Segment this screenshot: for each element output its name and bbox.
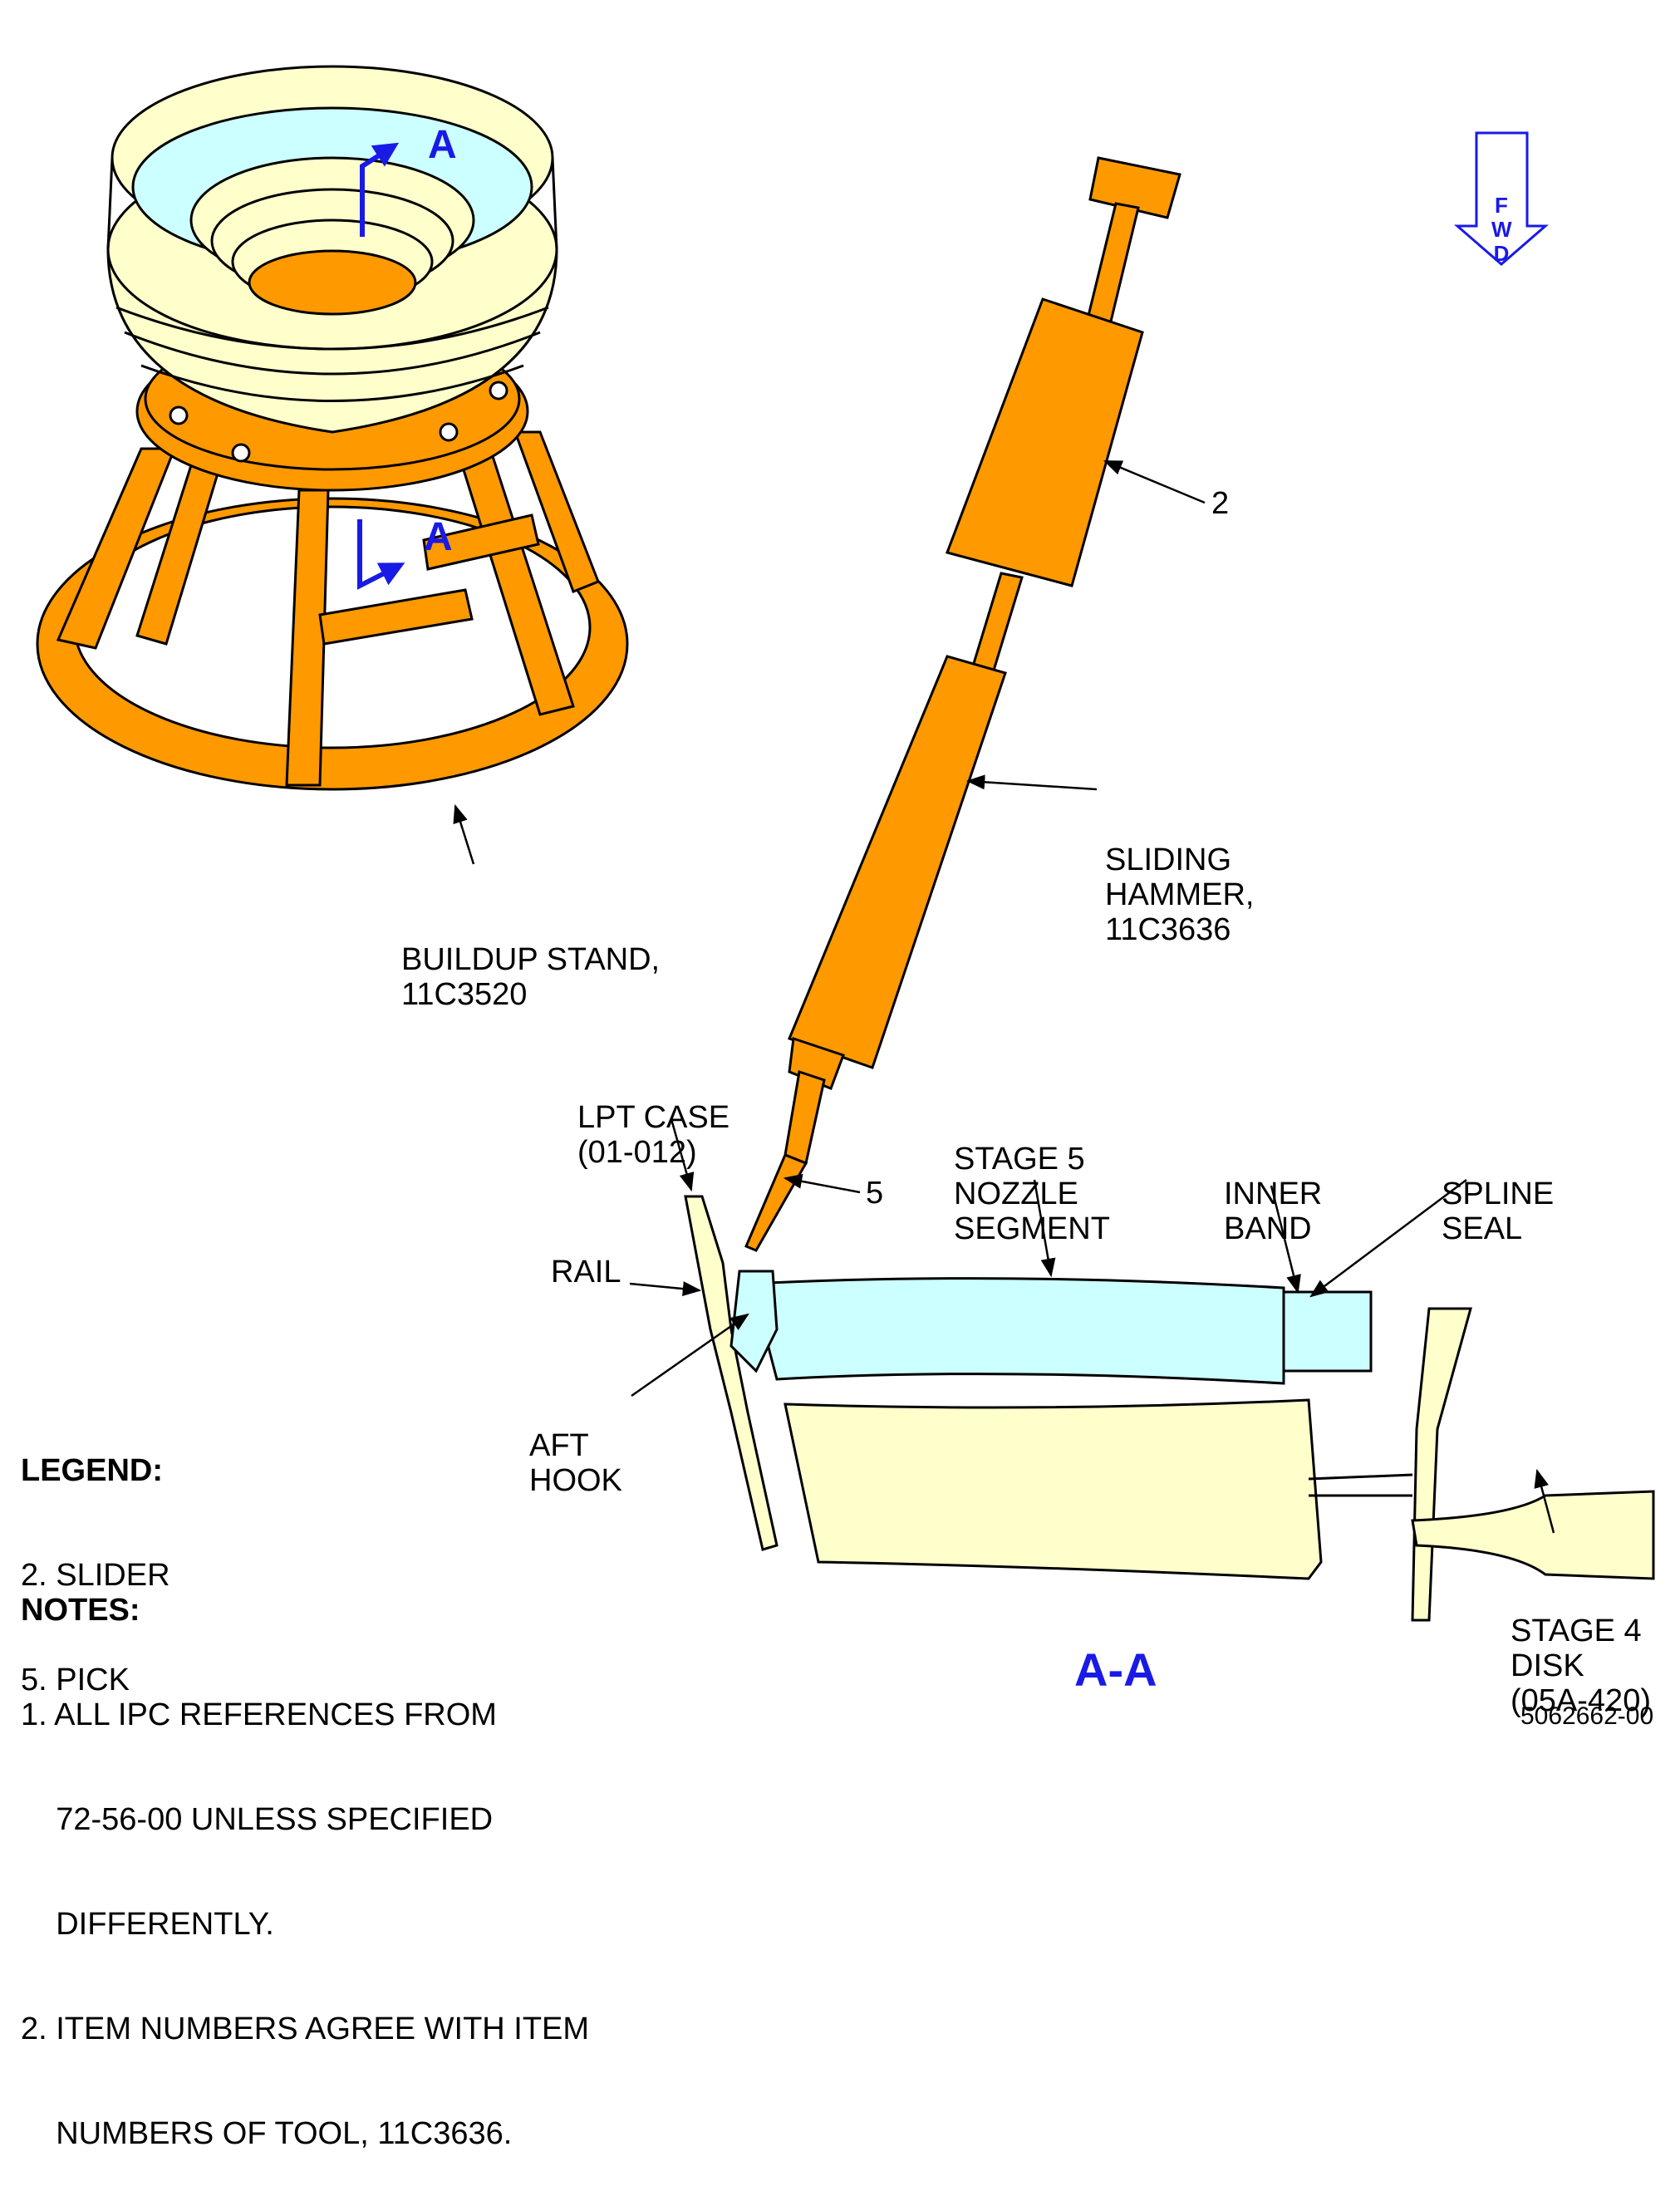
rail-label: RAIL — [551, 1255, 621, 1289]
notes: NOTES: 1. ALL IPC REFERENCES FROM 72-56-… — [21, 1523, 589, 2186]
note-line: 72-56-00 UNLESS SPECIFIED — [21, 1802, 494, 1837]
note-line: 1. ALL IPC REFERENCES FROM — [21, 1697, 497, 1732]
figure-id: 5062662-00 — [1520, 1702, 1654, 1730]
legend-item: 2. SLIDER — [21, 1558, 170, 1593]
note-line: 2. ITEM NUMBERS AGREE WITH ITEM — [21, 2012, 590, 2046]
legend-title: LEGEND: — [21, 1453, 163, 1488]
buildup-stand-label: BUILDUP STAND,11C3520 — [401, 942, 661, 1012]
callout-item-5: 5 — [866, 1176, 884, 1211]
note-line: NUMBERS OF TOOL, 11C3636. — [21, 2116, 513, 2151]
note-line: DIFFERENTLY. — [21, 1907, 274, 1942]
lpt-module — [106, 65, 558, 434]
legend: LEGEND: 2. SLIDER 5. PICK — [21, 1383, 170, 1732]
section-view — [684, 1195, 1655, 1622]
section-view-title: A-A — [1074, 1643, 1157, 1696]
section-arrow-upper — [360, 142, 400, 237]
fwd-arrow — [1453, 131, 1550, 266]
notes-title: NOTES: — [21, 1593, 140, 1628]
section-mark-upper: A — [428, 123, 457, 167]
leader-lines — [453, 459, 1555, 1534]
section-mark-lower: A — [424, 515, 453, 559]
legend-item: 5. PICK — [21, 1663, 130, 1697]
section-arrow-lower — [357, 519, 405, 590]
callout-item-2: 2 — [1211, 486, 1230, 521]
lpt-case-label: LPT CASE(01-012) — [577, 1100, 730, 1170]
diagram-artwork — [36, 65, 1655, 1622]
